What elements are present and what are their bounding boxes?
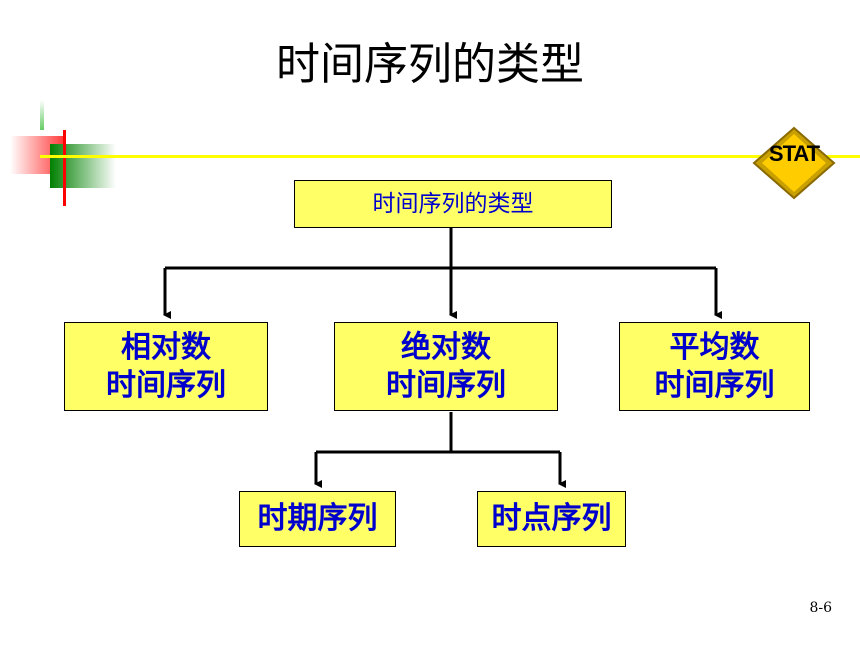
node-line-2: 时间序列 [106, 367, 226, 403]
node-line-2: 时间序列 [654, 367, 775, 403]
root-node: 时间序列的类型 [294, 180, 612, 228]
node-line-1: 相对数 [121, 330, 211, 365]
node-relative-series: 相对数 时间序列 [64, 322, 268, 411]
node-average-series: 平均数 时间序列 [619, 322, 810, 411]
page-number: 8-6 [809, 600, 832, 616]
node-absolute-series: 绝对数 时间序列 [334, 322, 558, 411]
accent-line [40, 155, 860, 158]
node-line-1: 绝对数 [401, 330, 491, 365]
node-line-1: 平均数 [669, 330, 760, 365]
stat-badge-icon [752, 126, 836, 200]
node-point-series: 时点序列 [477, 491, 626, 547]
slide-title: 时间序列的类型 [276, 39, 584, 90]
root-node-label: 时间序列的类型 [372, 190, 534, 217]
node-period-series: 时期序列 [239, 491, 396, 547]
node-label: 时点序列 [491, 501, 612, 537]
stat-badge-label: STAT [768, 141, 820, 166]
corner-decoration [10, 100, 116, 206]
node-line-2: 时间序列 [386, 367, 506, 403]
node-label: 时期序列 [257, 501, 378, 537]
